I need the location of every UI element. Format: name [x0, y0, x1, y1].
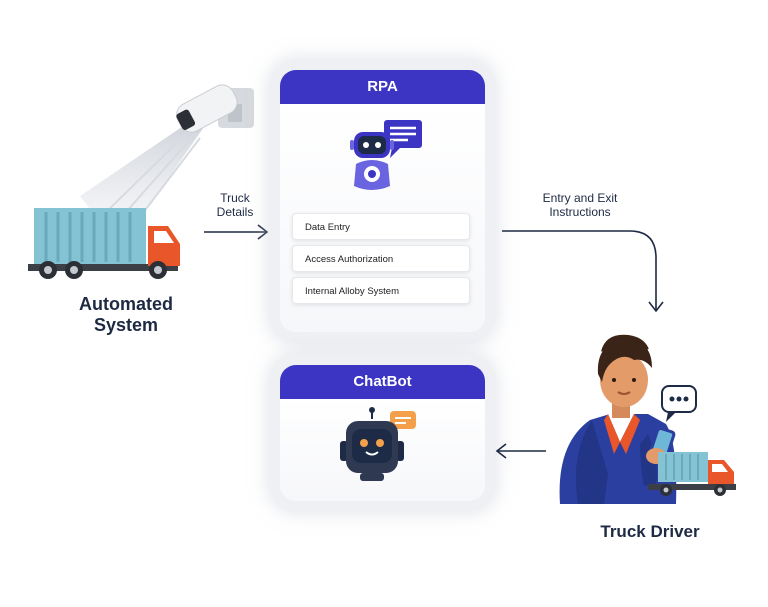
arrow-truck-details — [204, 224, 269, 240]
rpa-item-internal-system: Internal Alloby System — [292, 277, 470, 304]
truck-driver-label: Truck Driver — [600, 522, 700, 541]
arrow-to-chatbot — [495, 443, 546, 459]
chatbot-body — [280, 399, 485, 501]
entry-exit-label: Entry and Exit Instructions — [542, 191, 618, 219]
truck-details-label: Truck Details — [216, 191, 254, 219]
chatbot-title: ChatBot — [280, 365, 485, 399]
automated-system-label: Automated System — [79, 294, 173, 335]
person-with-phone-icon — [559, 334, 736, 504]
rpa-title: RPA — [280, 70, 485, 104]
robot-icon — [350, 120, 422, 190]
rpa-body: Data Entry Access Authorization Internal… — [280, 104, 485, 332]
rpa-item-access-authorization: Access Authorization — [292, 245, 470, 272]
truck-icon — [28, 208, 180, 279]
rpa-card: RPA Data Entry Access Authorization Inte… — [280, 70, 485, 332]
rpa-item-data-entry: Data Entry — [292, 213, 470, 240]
chatbot-robot-icon — [340, 407, 416, 481]
arrow-entry-exit — [502, 230, 664, 313]
chatbot-card: ChatBot — [280, 365, 485, 501]
